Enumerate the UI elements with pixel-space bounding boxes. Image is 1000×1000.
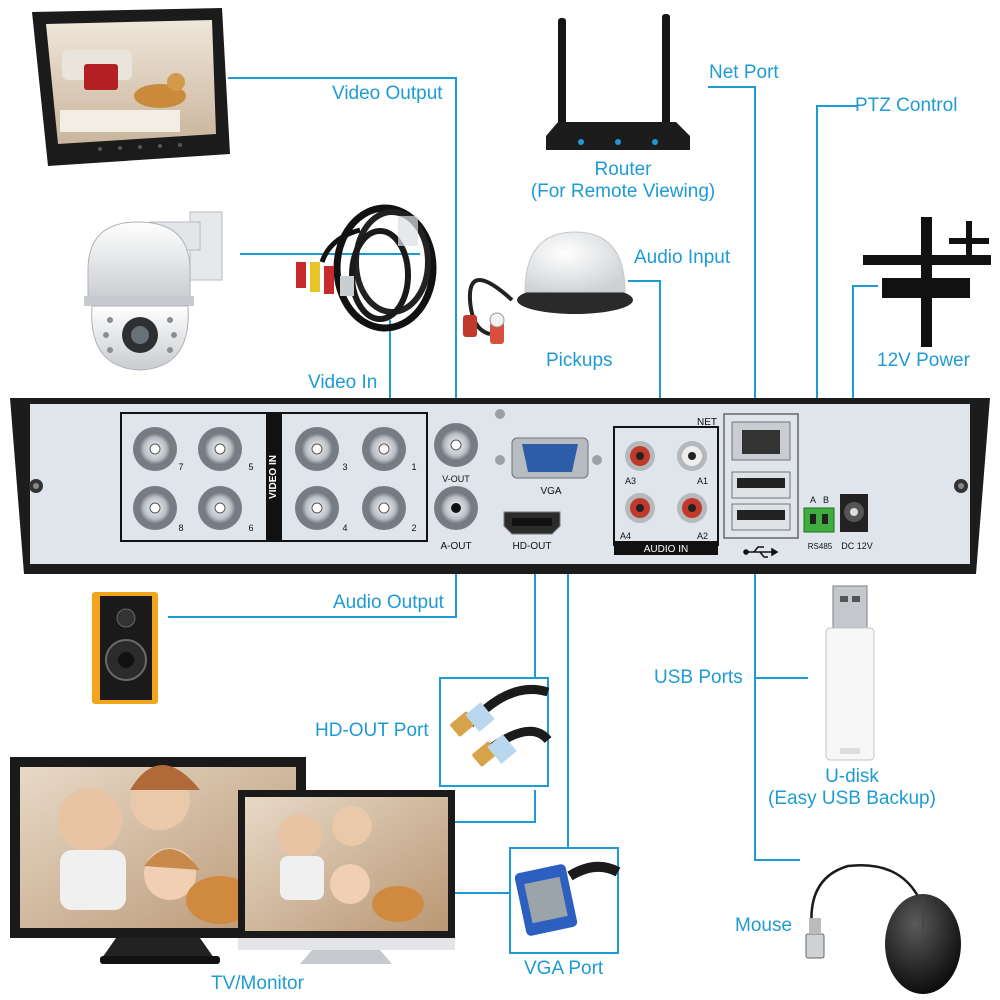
label-net-port: Net Port [709,62,779,83]
label-router-line2: (For Remote Viewing) [530,181,716,202]
line-audio-input [628,280,661,436]
router-image [546,14,690,150]
label-12v-power: 12V Power [877,350,970,371]
a-out-panel-label: A-OUT [440,541,471,552]
hd-out-panel-label: HD-OUT [513,541,552,552]
label-udisk-line2: (Easy USB Backup) [768,788,936,809]
rs485-b-label: B [823,495,829,505]
audio-pickup-image [463,231,633,344]
label-mouse: Mouse [735,915,793,936]
bnc-number-2: 2 [411,523,416,533]
line-usb-ports [754,548,800,861]
bnc-number-6: 6 [248,523,253,533]
line-net-port [708,86,756,420]
label-vga-port: VGA Port [524,958,604,979]
label-tv-monitor: TV/Monitor [211,973,304,994]
bnc-number-5: 5 [248,462,253,472]
label-audio-input: Audio Input [634,247,731,268]
label-router-line1: Router [594,159,652,180]
bnc-number-4: 4 [342,523,347,533]
label-router: Router (For Remote Viewing) [514,159,732,203]
speaker-image [92,592,158,704]
label-hd-out-port: HD-OUT Port [315,720,429,741]
rs485-panel-label: RS485 [808,542,833,551]
bnc-number-1: 1 [411,462,416,472]
computer-monitor-image [238,790,455,964]
label-video-output: Video Output [332,83,443,104]
dc-power-symbol [863,217,991,347]
audio-in-panel-label: AUDIO IN [644,544,688,555]
audio-channel-a2: A2 [697,531,708,541]
bnc-number-8: 8 [178,523,183,533]
label-udisk-line1: U-disk [825,766,879,787]
ptz-camera-image [84,211,223,371]
connection-lines [168,77,878,894]
label-usb-ports: USB Ports [654,667,743,688]
label-udisk: U-disk (Easy USB Backup) [752,766,952,810]
line-tv-monitor [455,790,536,823]
rs485-a-label: A [810,495,816,505]
audio-channel-a4: A4 [620,531,631,541]
hdmi-cable-image [439,677,552,787]
mouse-image [805,864,961,994]
label-video-in: Video In [308,372,378,393]
usb-symbol-icon [743,546,779,558]
lcd-monitor-image [32,8,230,166]
dc12v-panel-label: DC 12V [841,541,873,551]
label-audio-output: Audio Output [333,592,444,613]
audio-channel-a3: A3 [625,476,636,486]
dvr-panel-text: VIDEO IN 7 5 3 1 8 6 4 2 V-OUT A-OUT VGA… [178,417,872,555]
v-out-panel-label: V-OUT [442,474,470,484]
audio-channel-a1: A1 [697,476,708,486]
vga-cable-image [509,847,621,954]
label-pickups: Pickups [546,350,613,371]
label-ptz-control: PTZ Control [855,95,958,116]
video-in-panel-label: VIDEO IN [268,455,279,499]
vga-panel-label: VGA [540,486,561,497]
dvr-rear-panel [10,398,990,574]
line-ptz-control [816,105,858,496]
bnc-number-3: 3 [342,462,347,472]
net-panel-label: NET [697,417,717,428]
bnc-number-7: 7 [178,462,183,472]
bnc-cable-image [296,204,437,332]
line-video-output [228,77,457,425]
usb-flash-drive-image [825,585,875,761]
bnc-connectors [133,423,478,530]
